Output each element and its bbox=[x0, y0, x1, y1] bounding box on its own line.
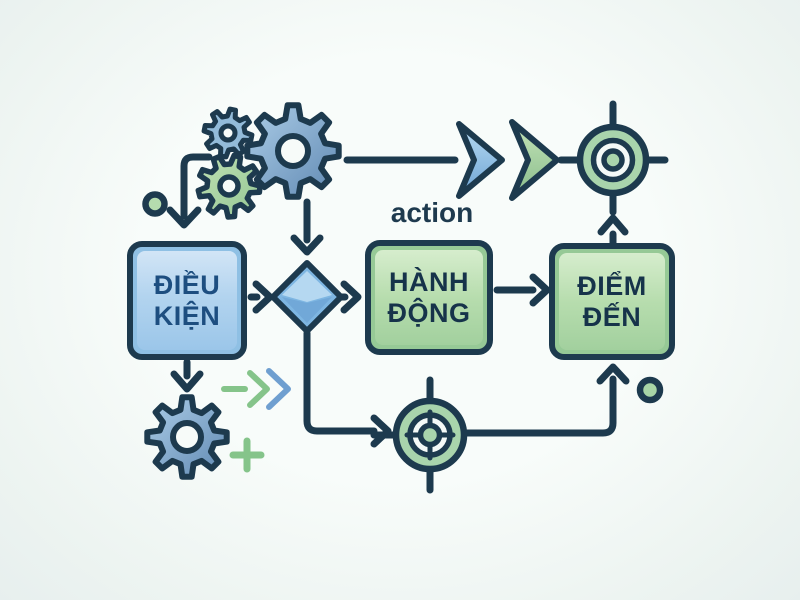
node-action-label: HÀNH ĐỘNG bbox=[388, 267, 471, 329]
node-destination-label: ĐIỂM ĐẾN bbox=[577, 271, 647, 333]
edge-diamond-to-action bbox=[338, 280, 362, 314]
edge-action-to-destination bbox=[493, 273, 551, 307]
plus-icon bbox=[229, 437, 265, 473]
node-action-line1: HÀNH bbox=[389, 266, 469, 297]
gear-small-blue-icon bbox=[201, 106, 255, 160]
node-condition: ĐIỀU KIỆN bbox=[127, 241, 247, 360]
node-condition-line2: KIỆN bbox=[153, 300, 221, 331]
target-top-icon bbox=[557, 100, 669, 216]
chevron-green-icon bbox=[509, 119, 560, 201]
target-bottom-icon bbox=[370, 376, 468, 494]
diamond-decision-icon bbox=[270, 260, 344, 334]
arrowhead-blue-icon bbox=[456, 121, 505, 199]
edge-condition-to-diamond bbox=[247, 280, 274, 314]
mini-chevron-green-icon bbox=[247, 370, 270, 408]
node-condition-label: ĐIỀU KIỆN bbox=[154, 270, 221, 332]
node-destination: ĐIỂM ĐẾN bbox=[549, 243, 675, 360]
mini-chevron-blue-icon bbox=[266, 368, 291, 410]
edge-condition-to-gear bbox=[170, 358, 204, 393]
node-action: HÀNH ĐỘNG bbox=[365, 240, 493, 355]
dot-right-icon bbox=[636, 376, 664, 404]
edge-diamond-to-target bbox=[303, 329, 392, 448]
node-destination-line1: ĐIỂM bbox=[577, 270, 647, 301]
gear-green-icon bbox=[195, 152, 263, 220]
edge-target-to-destination bbox=[458, 363, 630, 437]
node-action-panel bbox=[375, 250, 483, 345]
edge-into-condition-top bbox=[166, 153, 213, 229]
node-action-line2: ĐỘNG bbox=[387, 297, 471, 328]
node-destination-panel bbox=[559, 253, 665, 350]
gear-bottom-blue-icon bbox=[144, 394, 230, 480]
gear-large-blue-icon bbox=[244, 102, 342, 200]
node-condition-line1: ĐIỀU bbox=[153, 269, 221, 300]
action-caption: action bbox=[390, 197, 474, 228]
edge-gear-to-diamond bbox=[290, 198, 324, 256]
edge-destination-to-target bbox=[597, 214, 629, 247]
node-condition-panel bbox=[137, 251, 237, 350]
node-destination-line2: ĐẾN bbox=[582, 301, 642, 332]
dot-left-icon bbox=[142, 191, 168, 217]
